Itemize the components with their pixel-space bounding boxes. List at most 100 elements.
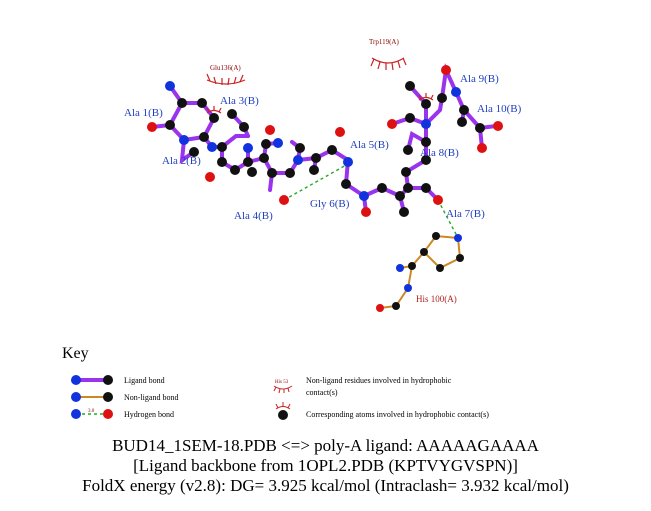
key-corresponding-label: Corresponding atoms involved in hydropho… [306,410,489,419]
oxygen-atom [361,207,371,217]
oxygen-atom [279,195,289,205]
carbon-atom [392,302,400,310]
carbon-atom [217,142,227,152]
label-ala1: Ala 1(B) [124,107,163,119]
carbon-atom [459,105,469,115]
carbon-atom [377,183,387,193]
label-ala9: Ala 9(B) [460,73,499,85]
residue-labels: Ala 1(B) Ala 2(B) Ala 3(B) Ala 4(B) Ala … [124,38,522,304]
label-ala2: Ala 2(B) [162,155,201,167]
ligand-bond [246,141,280,164]
label-gly6: Gly 6(B) [310,198,350,210]
carbon-atom [230,165,240,175]
carbon-atom [327,145,337,155]
carbon-atom [420,248,428,256]
oxygen-atom [205,172,215,182]
carbon-atom [421,155,431,165]
nitrogen-atom [421,119,431,129]
carbon-atom [403,183,413,193]
oxygen-atom [376,304,384,312]
label-ala3: Ala 3(B) [220,95,259,107]
footer-line3: FoldX energy (v2.8): DG= 3.925 kcal/mol … [82,476,569,495]
carbon-atom [457,117,467,127]
carbon-atom [403,145,413,155]
carbon-atom [408,262,416,270]
carbon-atom [437,93,447,103]
carbon-atom [311,153,321,163]
oxygen-atom [433,195,443,205]
key-hydrogen-bond-label: Hydrogen bond [124,410,174,419]
key-hbond-distance: 3.0 [88,409,95,414]
ligand-bond [262,147,351,186]
nitrogen-atom [243,143,253,153]
carbon-atom [475,123,485,133]
nitrogen-atom [454,234,462,242]
carbon-atom [421,137,431,147]
nonligand-bond [379,265,413,309]
carbon-atom [341,179,351,189]
oxygen-atom [441,65,451,75]
carbon-atom [217,157,227,167]
carbon-atom [197,98,207,108]
key-corresponding-atoms: Corresponding atoms involved in hydropho… [275,402,489,420]
key-ligand-bond-label: Ligand bond [124,376,165,385]
key-title: Key [62,345,89,362]
label-ala4: Ala 4(B) [234,210,273,222]
nitrogen-atom [293,155,303,165]
footer-line1: BUD14_1SEM-18.PDB <=> poly-A ligand: AAA… [112,436,539,455]
key-ligand-bond: Ligand bond [71,375,165,385]
carbon-atom [261,139,271,149]
nitrogen-atom [165,81,175,91]
key-hydrogen-bond: 3.0 Hydrogen bond [71,409,174,419]
key-hydrophobic-line2: contact(s) [306,388,338,397]
carbon-atom [421,183,431,193]
oxygen-atom [477,143,487,153]
nitrogen-atom [451,87,461,97]
nitrogen-atom [404,284,412,292]
hydrogen-bond [283,163,349,201]
carbon-atom [285,168,295,178]
carbon-atom [399,207,409,217]
contact-mark [206,106,222,114]
carbon-atom [405,81,415,91]
nonligand-bond [422,234,462,270]
nitrogen-atom [179,135,189,145]
carbon-atom [432,232,440,240]
carbon-atom [421,99,431,109]
footer-line2: [Ligand backbone from 1OPL2.PDB (KPTVYGV… [133,456,518,475]
carbon-atom [239,122,249,132]
oxygen-atom [387,119,397,129]
carbon-atom [456,254,464,262]
key-hydrophobic-residue: His 53 Non-ligand residues involved in h… [273,376,452,397]
carbon-atom [401,167,411,177]
key-nonligand-bond: Non-ligand bond [71,392,178,402]
contact-mark [418,93,434,101]
key-hydrophobic-example: His 53 [275,380,289,385]
label-his100: His 100(A) [416,294,457,304]
carbon-atom [309,165,319,175]
carbon-atom [199,132,209,142]
carbon-atom [247,167,257,177]
label-ala10: Ala 10(B) [477,103,522,115]
key: Key Ligand bond Non-ligand bond 3.0 Hydr… [62,345,489,420]
carbon-atom [436,264,444,272]
atoms [147,65,503,312]
nitrogen-atom [396,264,404,272]
carbon-atom [189,147,199,157]
hydrophobic-arc-glu136 [206,73,246,86]
label-ala8: Ala 8(B) [420,147,459,159]
ligand-bond [424,96,444,144]
carbon-atom [209,113,219,123]
oxygen-atom [493,121,503,131]
carbon-atom [259,153,269,163]
hydrophobic-arc-trp119 [370,57,407,71]
hydrophobic-contacts [206,57,434,114]
hydrogen-bond [437,199,459,239]
carbon-atom [267,168,277,178]
nitrogen-atom [343,157,353,167]
nitrogen-atom [207,142,217,152]
hydrogen-bonds [283,163,459,239]
carbon-atom [243,157,253,167]
carbon-atom [165,120,175,130]
